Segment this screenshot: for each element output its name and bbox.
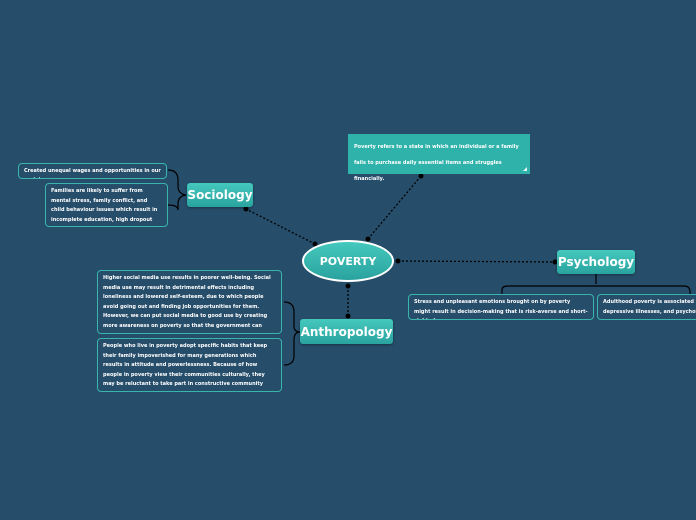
connector-dot (345, 313, 351, 319)
anthropology-note-2[interactable]: People who live in poverty adopt specifi… (97, 338, 282, 392)
connector-dot (345, 283, 351, 289)
topic-sociology[interactable]: Sociology (187, 183, 253, 207)
central-topic-label: POVERTY (319, 254, 377, 268)
sociology-bracket (167, 169, 187, 211)
connector-psychology (397, 260, 556, 263)
psychology-note-1-text: Stress and unpleasant emotions brought o… (414, 299, 588, 319)
topic-psychology-label: Psychology (557, 255, 635, 269)
psychology-note-2[interactable]: Adulthood poverty is associated with dep… (597, 294, 696, 320)
resize-handle-icon[interactable] (523, 167, 527, 171)
connector-sociology (245, 208, 316, 245)
anthropology-note-1[interactable]: Higher social media use results in poore… (97, 270, 282, 334)
sociology-note-1[interactable]: Created unequal wages and opportunities … (18, 163, 167, 179)
topic-anthropology[interactable]: Anthropology (300, 319, 393, 344)
topic-psychology[interactable]: Psychology (557, 250, 635, 274)
definition-text: Poverty refers to a state in which an in… (354, 144, 519, 182)
psychology-note-2-text: Adulthood poverty is associated with dep… (603, 299, 696, 315)
topic-anthropology-label: Anthropology (300, 324, 393, 339)
connector-definition (367, 175, 422, 240)
sociology-note-2[interactable]: Families are likely to suffer from menta… (45, 183, 168, 227)
connector-dot (365, 236, 371, 242)
connector-dot (418, 173, 424, 179)
definition-note[interactable]: Poverty refers to a state in which an in… (348, 134, 530, 182)
central-topic-poverty[interactable]: POVERTY (302, 240, 394, 282)
connector-dot (552, 259, 558, 265)
topic-sociology-label: Sociology (187, 188, 253, 202)
connector-dot (243, 206, 249, 212)
anthropology-bracket (283, 301, 301, 366)
anthropology-note-2-text: People who live in poverty adopt specifi… (103, 343, 268, 391)
anthropology-note-1-text: Higher social media use results in poore… (103, 275, 271, 333)
connector-dot (395, 258, 401, 264)
sociology-note-1-text: Created unequal wages and opportunities … (24, 168, 161, 178)
psychology-note-1[interactable]: Stress and unpleasant emotions brought o… (408, 294, 594, 320)
psychology-bracket (501, 274, 691, 294)
sociology-note-2-text: Families are likely to suffer from menta… (51, 188, 158, 223)
